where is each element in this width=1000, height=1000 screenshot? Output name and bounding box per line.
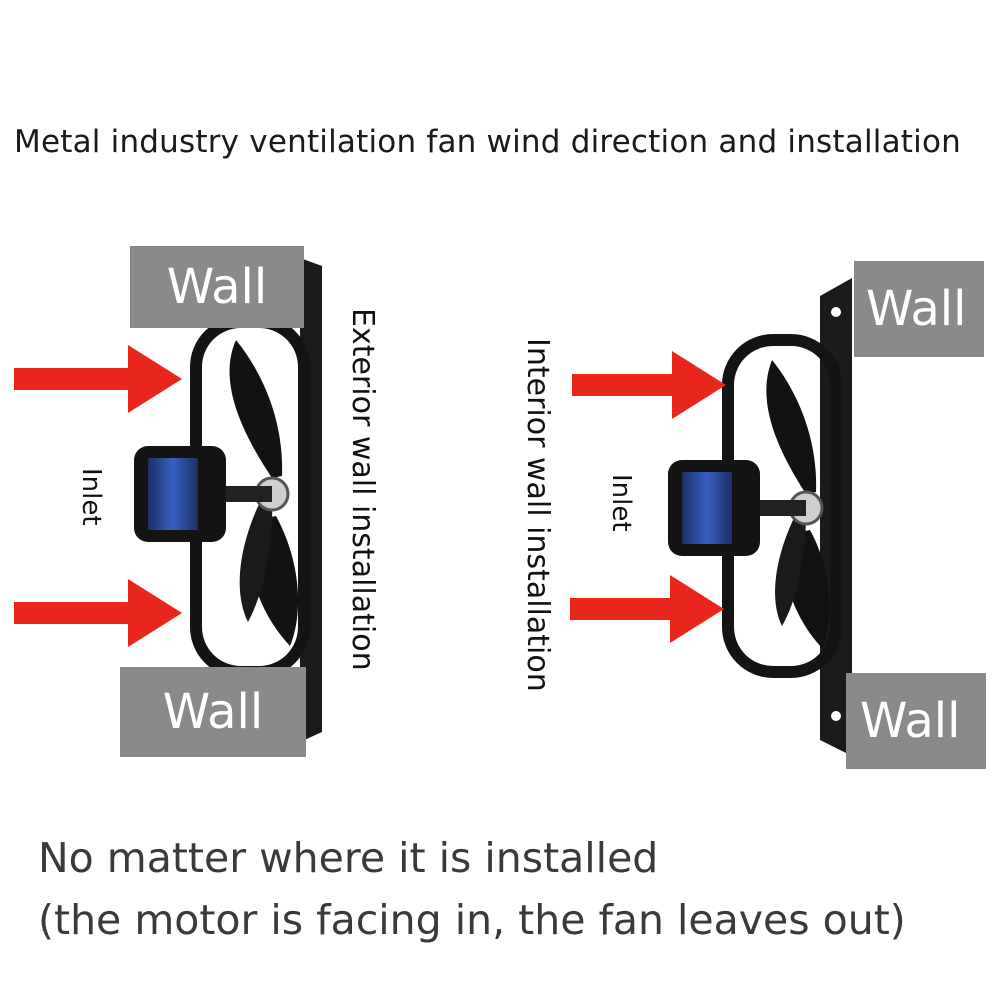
right-fan	[668, 278, 852, 756]
right-arrow-top	[572, 351, 726, 419]
left-installation-label: Exterior wall installation	[345, 308, 380, 671]
right-inlet-label: Inlet	[606, 474, 636, 532]
left-fan-blade-mid	[239, 494, 273, 622]
left-wall-top: Wall	[130, 246, 304, 328]
right-motor-label	[682, 472, 732, 544]
note-line-2: (the motor is facing in, the fan leaves …	[38, 896, 906, 944]
right-wall-top: Wall	[854, 261, 984, 357]
left-wall-bottom: Wall	[120, 667, 306, 757]
left-motor-label	[148, 458, 198, 530]
right-wall-bottom: Wall	[846, 673, 986, 769]
right-fan-frame-hole-bottom	[831, 711, 841, 721]
left-arrow-top	[14, 345, 182, 413]
right-installation-label: Interior wall installation	[520, 338, 555, 692]
right-fan-frame-hole-top	[831, 307, 841, 317]
left-inlet-label: Inlet	[76, 468, 106, 526]
right-arrow-bottom	[570, 575, 724, 643]
note-line-1: No matter where it is installed	[38, 834, 659, 882]
right-fan-shaft	[752, 500, 806, 516]
right-fan-blade-mid	[775, 510, 806, 626]
left-arrow-bottom	[14, 579, 182, 647]
left-fan-shaft	[216, 486, 272, 502]
diagram-title: Metal industry ventilation fan wind dire…	[14, 124, 961, 160]
right-fan-blade-top	[766, 360, 817, 494]
left-fan-blade-top	[229, 340, 283, 478]
